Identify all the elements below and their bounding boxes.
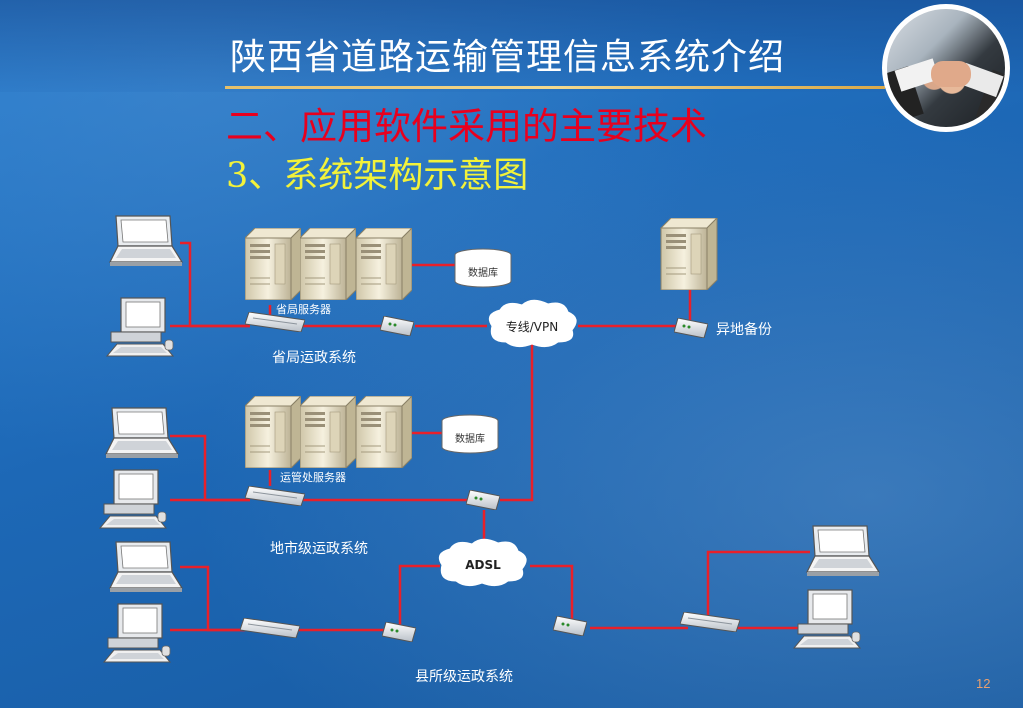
link-vpn-router3 [500, 342, 534, 502]
database-label-top: 数据库 [468, 266, 498, 279]
laptop-icon [806, 525, 880, 577]
server-icon [300, 228, 356, 300]
link-adsl-router5 [530, 564, 574, 620]
desktop-icon [793, 589, 861, 649]
bureau-servers-label: 运管处服务器 [280, 470, 346, 484]
desktop-icon [106, 297, 174, 357]
vpn-label: 专线/VPN [506, 319, 558, 334]
desktop-icon [99, 469, 167, 529]
router-icon [674, 318, 708, 338]
network-links [170, 241, 810, 632]
laptop-icon [105, 407, 179, 459]
header-band [0, 0, 1023, 92]
router-icon [553, 616, 587, 636]
page-title: 陕西省道路运输管理信息系统介绍 [230, 37, 786, 78]
server-icon [245, 228, 301, 300]
laptop-icon [109, 541, 183, 593]
link-laptop3 [180, 565, 245, 632]
switch-icon [240, 618, 300, 638]
province-servers-label: 省局服务器 [276, 303, 331, 316]
county-system-label: 县所级运政系统 [415, 669, 513, 685]
city-system-label: 地市级运政系统 [270, 540, 368, 557]
link-adsl-router4 [398, 564, 440, 630]
router-icon [380, 316, 414, 336]
adsl-cloud-icon [438, 538, 527, 587]
remote-backup-label: 异地备份 [716, 321, 772, 338]
router-icon [466, 490, 500, 510]
title-underline [225, 86, 885, 89]
page-number: 12 [976, 676, 991, 691]
laptop-icon [109, 215, 183, 267]
link-laptop2 [170, 434, 250, 502]
server-icon [245, 396, 301, 468]
link-laptop1 [180, 241, 250, 328]
province-system-label: 省局运政系统 [272, 350, 356, 366]
router-icon [382, 622, 416, 642]
server-icon [660, 218, 718, 290]
switch-icon [680, 612, 740, 632]
handshake-hands [931, 61, 971, 87]
section-heading: 二、应用软件采用的主要技术 [226, 105, 707, 148]
desktop-icon [103, 603, 171, 663]
server-icon [356, 396, 412, 468]
section-subheading: 3、系统架构示意图 [226, 156, 529, 196]
handshake-photo [882, 4, 1010, 132]
vpn-cloud-icon [488, 299, 577, 348]
database-label-mid: 数据库 [455, 432, 485, 445]
link-switch4-laptop4 [706, 550, 810, 622]
adsl-label: ADSL [465, 558, 501, 572]
server-icon [300, 396, 356, 468]
switch-icon [245, 486, 305, 506]
server-icon [356, 228, 412, 300]
